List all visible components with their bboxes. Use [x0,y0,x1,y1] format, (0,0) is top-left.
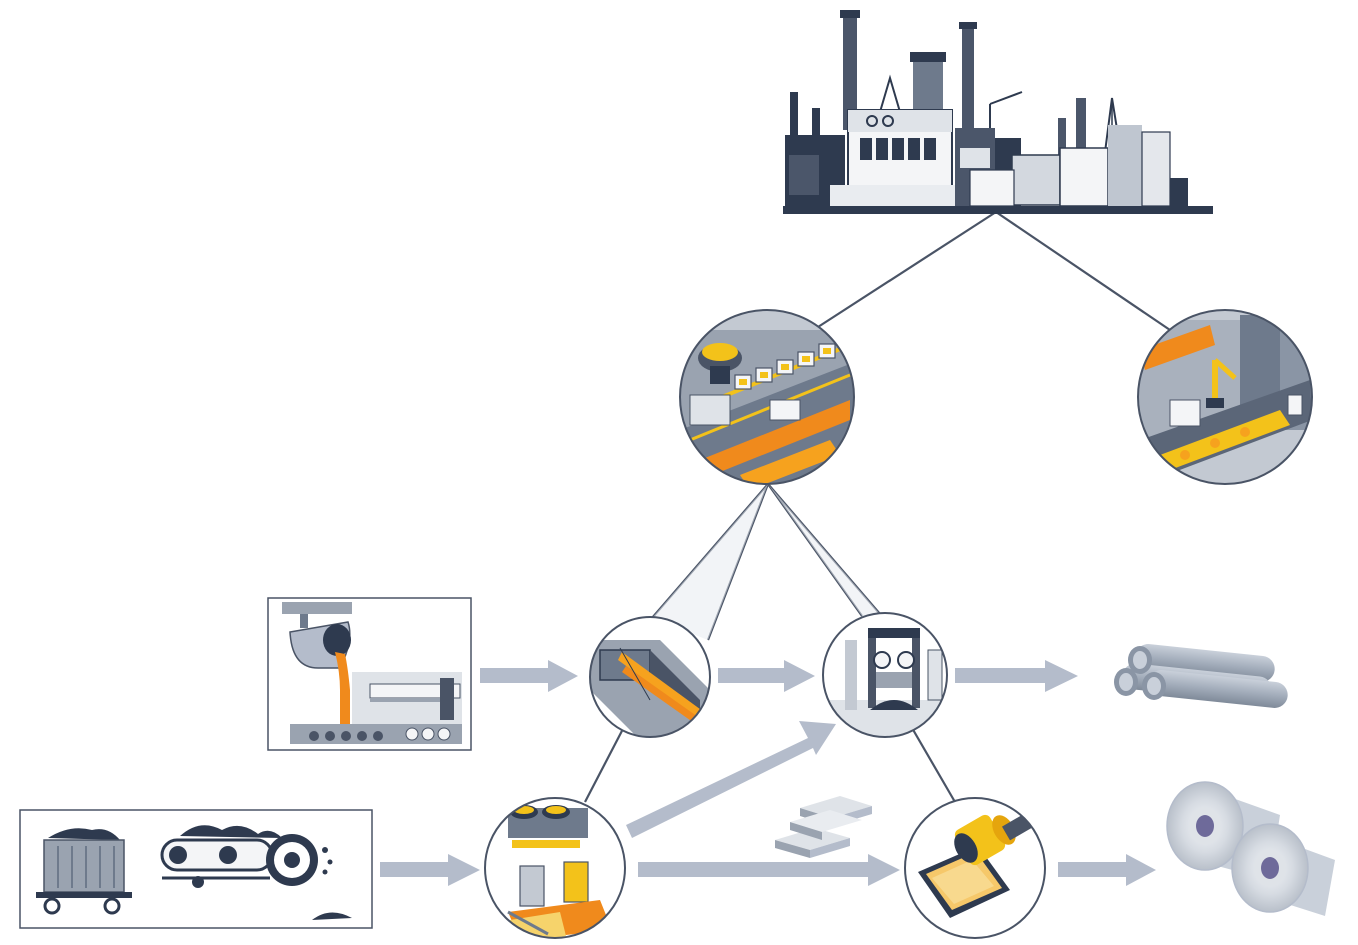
arrow-caster-to-stand [718,660,815,692]
fan-highlight-left [652,484,768,640]
ore-cart-conveyor-icon [19,809,373,929]
arrow-strip-to-coils [1058,854,1156,886]
rolling-stand-icon [822,612,948,738]
fan-highlight-right [768,484,880,616]
arrow-mold-to-stand [626,721,836,838]
factory-skyline-icon [783,10,1213,214]
ladle-pouring-icon [267,597,472,751]
arrow-stand-to-pipes [955,660,1078,692]
robotic-assembly-icon [1137,309,1313,485]
ingot-mold-icon [484,797,626,939]
continuous-caster-icon [589,616,711,738]
arrow-raw-to-mold [380,854,480,886]
strip-mill-icon [904,797,1046,939]
steel-coils-icon [1166,781,1335,916]
steel-billets-icon [775,796,872,858]
steelmaking-line-icon [679,309,855,485]
line-factory-to-robot [995,211,1171,331]
steel-pipes-icon [1114,644,1288,708]
arrow-ladle-to-caster [480,660,578,692]
arrow-mold-to-strip [638,854,900,886]
flow-arrows [380,660,1156,886]
line-factory-to-plant [817,211,997,328]
